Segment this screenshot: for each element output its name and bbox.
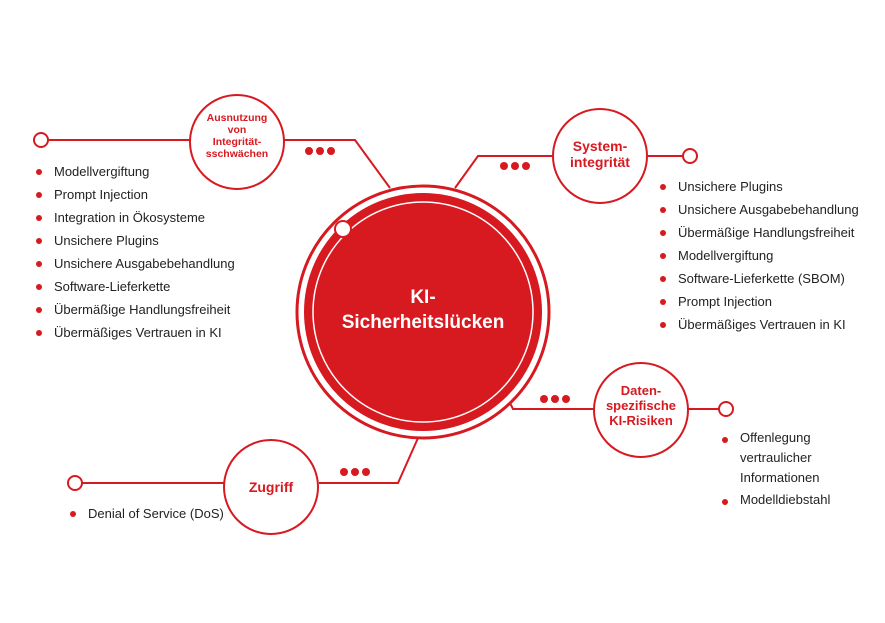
node-daten-title: Daten- spezifische KI-Risiken (605, 383, 677, 428)
list-item: Offenlegung vertraulicher Informationen (720, 428, 830, 488)
dots-zugriff (340, 468, 370, 476)
node-daten-circle (593, 362, 689, 458)
connector-ausnutzung-center (284, 139, 391, 189)
list-item: Übermäßiges Vertrauen in KI (658, 313, 859, 336)
list-item: Übermäßige Handlungsfreiheit (34, 298, 235, 321)
terminal-ausnutzung (33, 132, 49, 148)
list-item: Übermäßiges Vertrauen in KI (34, 321, 235, 344)
list-daten: Offenlegung vertraulicher Informationen … (720, 428, 830, 510)
center-title: KI- Sicherheitslücken (341, 287, 505, 333)
list-item: Software-Lieferkette (34, 275, 235, 298)
dots-ausnutzung (305, 147, 335, 155)
center-ring (312, 201, 534, 423)
list-zugriff: Denial of Service (DoS) (68, 502, 224, 525)
node-zugriff-circle (223, 439, 319, 535)
list-item: Unsichere Plugins (34, 229, 235, 252)
list-item: Integration in Ökosysteme (34, 206, 235, 229)
center-handle (334, 220, 352, 238)
terminal-system (682, 148, 698, 164)
list-item: Unsichere Ausgabebehandlung (34, 252, 235, 275)
list-item: Unsichere Plugins (658, 175, 859, 198)
node-system-circle (552, 108, 648, 204)
center-inner-circle (304, 193, 542, 431)
list-item: Prompt Injection (34, 183, 235, 206)
list-item: Prompt Injection (658, 290, 859, 313)
node-zugriff-title: Zugriff (248, 479, 294, 495)
dots-daten (540, 395, 570, 403)
node-ausnutzung-title: Ausnutzung von Integrität- sschwächen (205, 112, 269, 161)
list-item: Software-Lieferkette (SBOM) (658, 267, 859, 290)
node-ausnutzung-circle (189, 94, 285, 190)
terminal-zugriff (67, 475, 83, 491)
list-ausnutzung: Modellvergiftung Prompt Injection Integr… (34, 160, 235, 344)
connector-system-center (454, 155, 553, 189)
list-item: Modellvergiftung (34, 160, 235, 183)
node-system-title: System- integrität (570, 138, 630, 171)
connector-zugriff-center (319, 437, 419, 484)
list-item: Denial of Service (DoS) (68, 502, 224, 525)
list-item: Unsichere Ausgabebehandlung (658, 198, 859, 221)
dots-system (500, 162, 530, 170)
list-item: Modellvergiftung (658, 244, 859, 267)
list-systemintegritaet: Unsichere Plugins Unsichere Ausgabebehan… (658, 175, 859, 336)
list-item: Modelldiebstahl (720, 490, 830, 510)
list-item: Übermäßige Handlungsfreiheit (658, 221, 859, 244)
terminal-daten (718, 401, 734, 417)
